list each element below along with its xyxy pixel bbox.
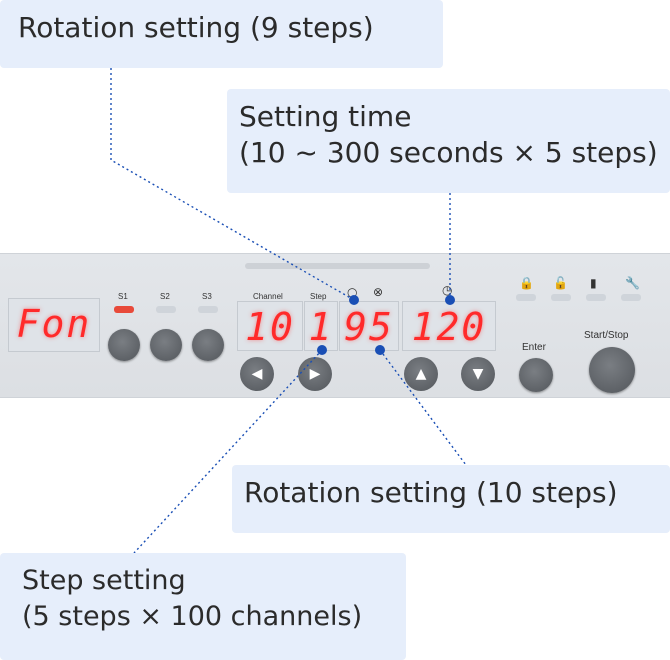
- up-arrow-button[interactable]: ▲: [404, 357, 438, 391]
- callout-rotation-10-steps: Rotation setting (10 steps): [232, 465, 670, 533]
- rotation-display: 95: [339, 301, 399, 351]
- right-arrow-button[interactable]: ▶: [298, 357, 332, 391]
- s2-led: [156, 306, 176, 313]
- lock-icon: 🔒: [519, 276, 534, 290]
- rotation-icon: ○: [347, 285, 358, 299]
- callout-setting-time: Setting time (10 ~ 300 seconds × 5 steps…: [227, 89, 670, 193]
- unlock-icon: 🔓: [553, 276, 568, 290]
- callout-text-line2: (5 steps × 100 channels): [22, 601, 363, 632]
- callout-text-line2: (10 ~ 300 seconds × 5 steps): [239, 136, 658, 169]
- enter-label: Enter: [522, 342, 546, 353]
- wrench-icon: 🔧: [625, 276, 640, 290]
- callout-text-line1: Setting time: [239, 100, 412, 133]
- start-stop-button[interactable]: [589, 347, 635, 393]
- callout-text: Rotation setting (9 steps): [18, 11, 374, 44]
- time-display: 120: [402, 301, 496, 351]
- step-display: 1: [304, 301, 338, 351]
- timer-icon: ◷: [442, 283, 453, 297]
- s3-label: S3: [202, 292, 212, 301]
- unlock-led: [551, 294, 571, 301]
- marker-step: [317, 345, 327, 355]
- s1-label: S1: [118, 292, 128, 301]
- program-display: Fon: [8, 298, 100, 352]
- s3-button[interactable]: [192, 329, 224, 361]
- callout-rotation-9-steps: Rotation setting (9 steps): [0, 0, 443, 68]
- s3-led: [198, 306, 218, 313]
- callout-text: Rotation setting (10 steps): [244, 476, 618, 509]
- s1-led: [114, 306, 134, 313]
- marker-rotation-10: [375, 345, 385, 355]
- marker-setting-time: [445, 295, 455, 305]
- step-label: Step: [310, 292, 327, 301]
- down-arrow-button[interactable]: ▼: [461, 357, 495, 391]
- marker-rotation-9: [349, 295, 359, 305]
- wrench-led: [621, 294, 641, 301]
- lock-led: [516, 294, 536, 301]
- s1-button[interactable]: [108, 329, 140, 361]
- channel-display: 10: [237, 301, 303, 351]
- callout-step-setting: Step setting (5 steps × 100 channels): [0, 553, 406, 660]
- memory-icon: ▮: [590, 276, 597, 290]
- s2-button[interactable]: [150, 329, 182, 361]
- s2-label: S2: [160, 292, 170, 301]
- callout-text-line1: Step setting: [22, 565, 186, 596]
- memory-led: [586, 294, 606, 301]
- panel-top-bar: [245, 263, 430, 269]
- channel-label: Channel: [253, 292, 283, 301]
- left-arrow-button[interactable]: ◀: [240, 357, 274, 391]
- start-stop-label: Start/Stop: [584, 330, 629, 341]
- rotation-mode-icon: ⊗: [373, 285, 384, 299]
- control-panel: Fon S1 S2 S3 Channel Step ○ ⊗ ◷ 10 1 95 …: [0, 253, 670, 398]
- enter-button[interactable]: [519, 358, 553, 392]
